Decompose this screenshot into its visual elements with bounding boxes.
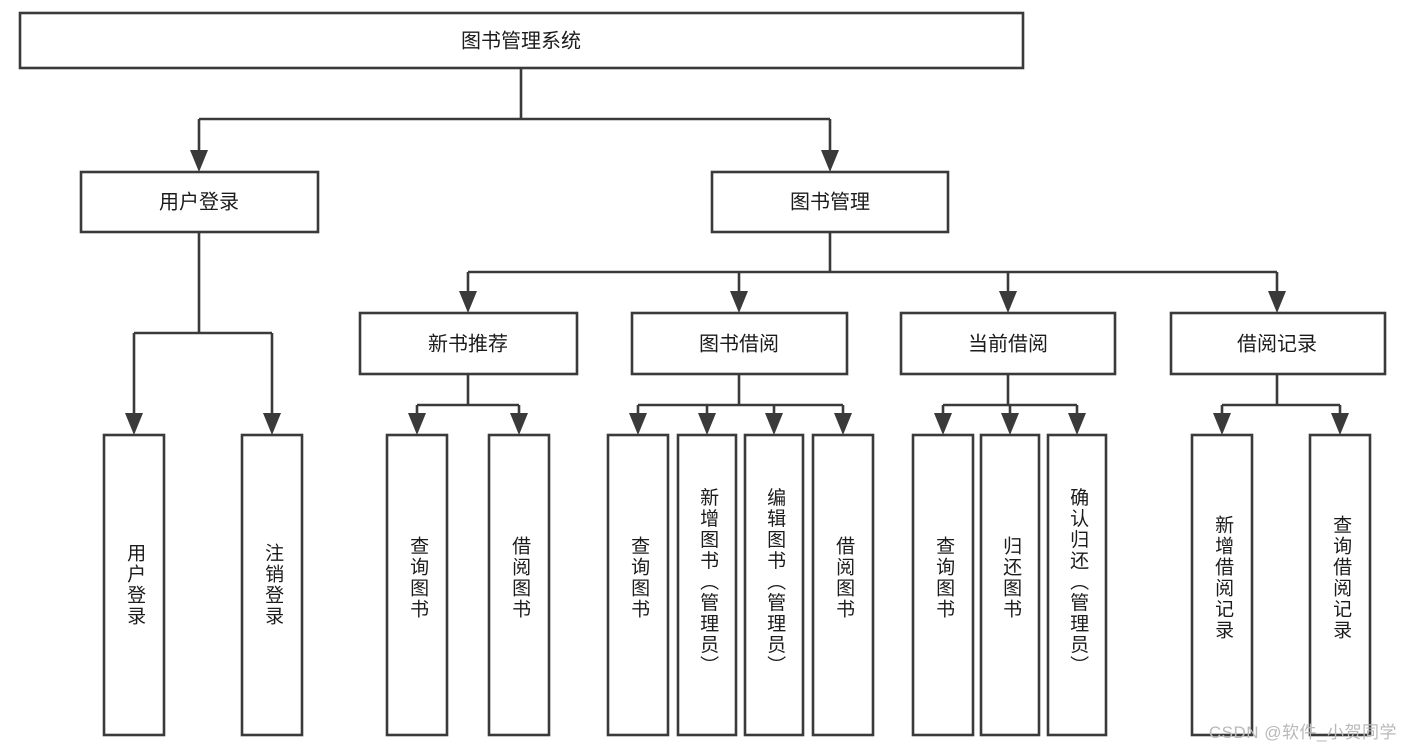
node-leaf-query-book-recommend[interactable] [385,433,449,737]
node-label-new-book-recommend: 新书推荐 [428,332,508,355]
arrow-to-borrow-record [1268,291,1286,313]
node-borrow-record[interactable] [1169,311,1387,376]
arrow-to-current-borrow [999,291,1017,313]
arrow-bookborrow-c4 [834,413,852,435]
node-label-root: 图书管理系统 [461,29,581,52]
node-leaf-add-borrow-record[interactable] [1190,433,1254,737]
csdn-watermark: CSDN @软件_小贺同学 [1208,723,1397,742]
node-user-login[interactable] [79,170,320,234]
node-book-borrow[interactable] [630,311,849,376]
nodes-layer: 图书管理系统 用户登录 图书管理 新书推荐 图书借阅 当前借阅 借阅记录 [18,11,1387,737]
node-leaf-user-login[interactable] [102,433,166,737]
node-current-borrow[interactable] [899,311,1117,376]
arrow-to-user-login [190,150,208,172]
node-label-borrow-record: 借阅记录 [1237,332,1317,355]
arrow-currentborrow-c3 [1068,413,1086,435]
node-leaf-query-borrow-record[interactable] [1308,433,1372,737]
node-leaf-borrow-book[interactable] [811,433,875,737]
arrow-to-new-book [459,291,477,313]
node-leaf-return-book[interactable] [979,433,1041,737]
arrow-userlogin-c2 [263,413,281,435]
arrow-newbook-c2 [510,413,528,435]
node-leaf-add-book-admin[interactable] [676,433,738,737]
node-new-book-recommend[interactable] [358,311,579,376]
node-label-current-borrow: 当前借阅 [968,332,1048,355]
node-book-management[interactable] [710,170,950,234]
node-leaf-query-book-current[interactable] [911,433,975,737]
arrow-newbook-c1 [408,413,426,435]
arrow-currentborrow-c2 [1001,413,1019,435]
arrow-borrowrecord-c1 [1213,413,1231,435]
arrow-bookborrow-c2 [698,413,716,435]
arrow-userlogin-c1 [125,413,143,435]
arrow-to-book-borrow [730,291,748,313]
node-book-management-system[interactable] [18,11,1025,70]
arrow-bookborrow-c3 [765,413,783,435]
node-leaf-confirm-return-admin[interactable] [1046,433,1108,737]
arrow-currentborrow-c1 [934,413,952,435]
node-label-book-borrow: 图书借阅 [699,332,779,355]
edges-layer [125,68,1349,435]
arrow-borrowrecord-c2 [1331,413,1349,435]
node-leaf-borrow-book-recommend[interactable] [487,433,551,737]
arrow-bookborrow-c1 [629,413,647,435]
node-leaf-logout-login[interactable] [240,433,304,737]
node-label-user-login: 用户登录 [159,190,239,213]
arrow-to-book-manage [821,150,839,172]
node-leaf-query-book-borrow[interactable] [606,433,670,737]
node-label-book-management: 图书管理 [790,190,870,213]
node-leaf-edit-book-admin[interactable] [743,433,805,737]
